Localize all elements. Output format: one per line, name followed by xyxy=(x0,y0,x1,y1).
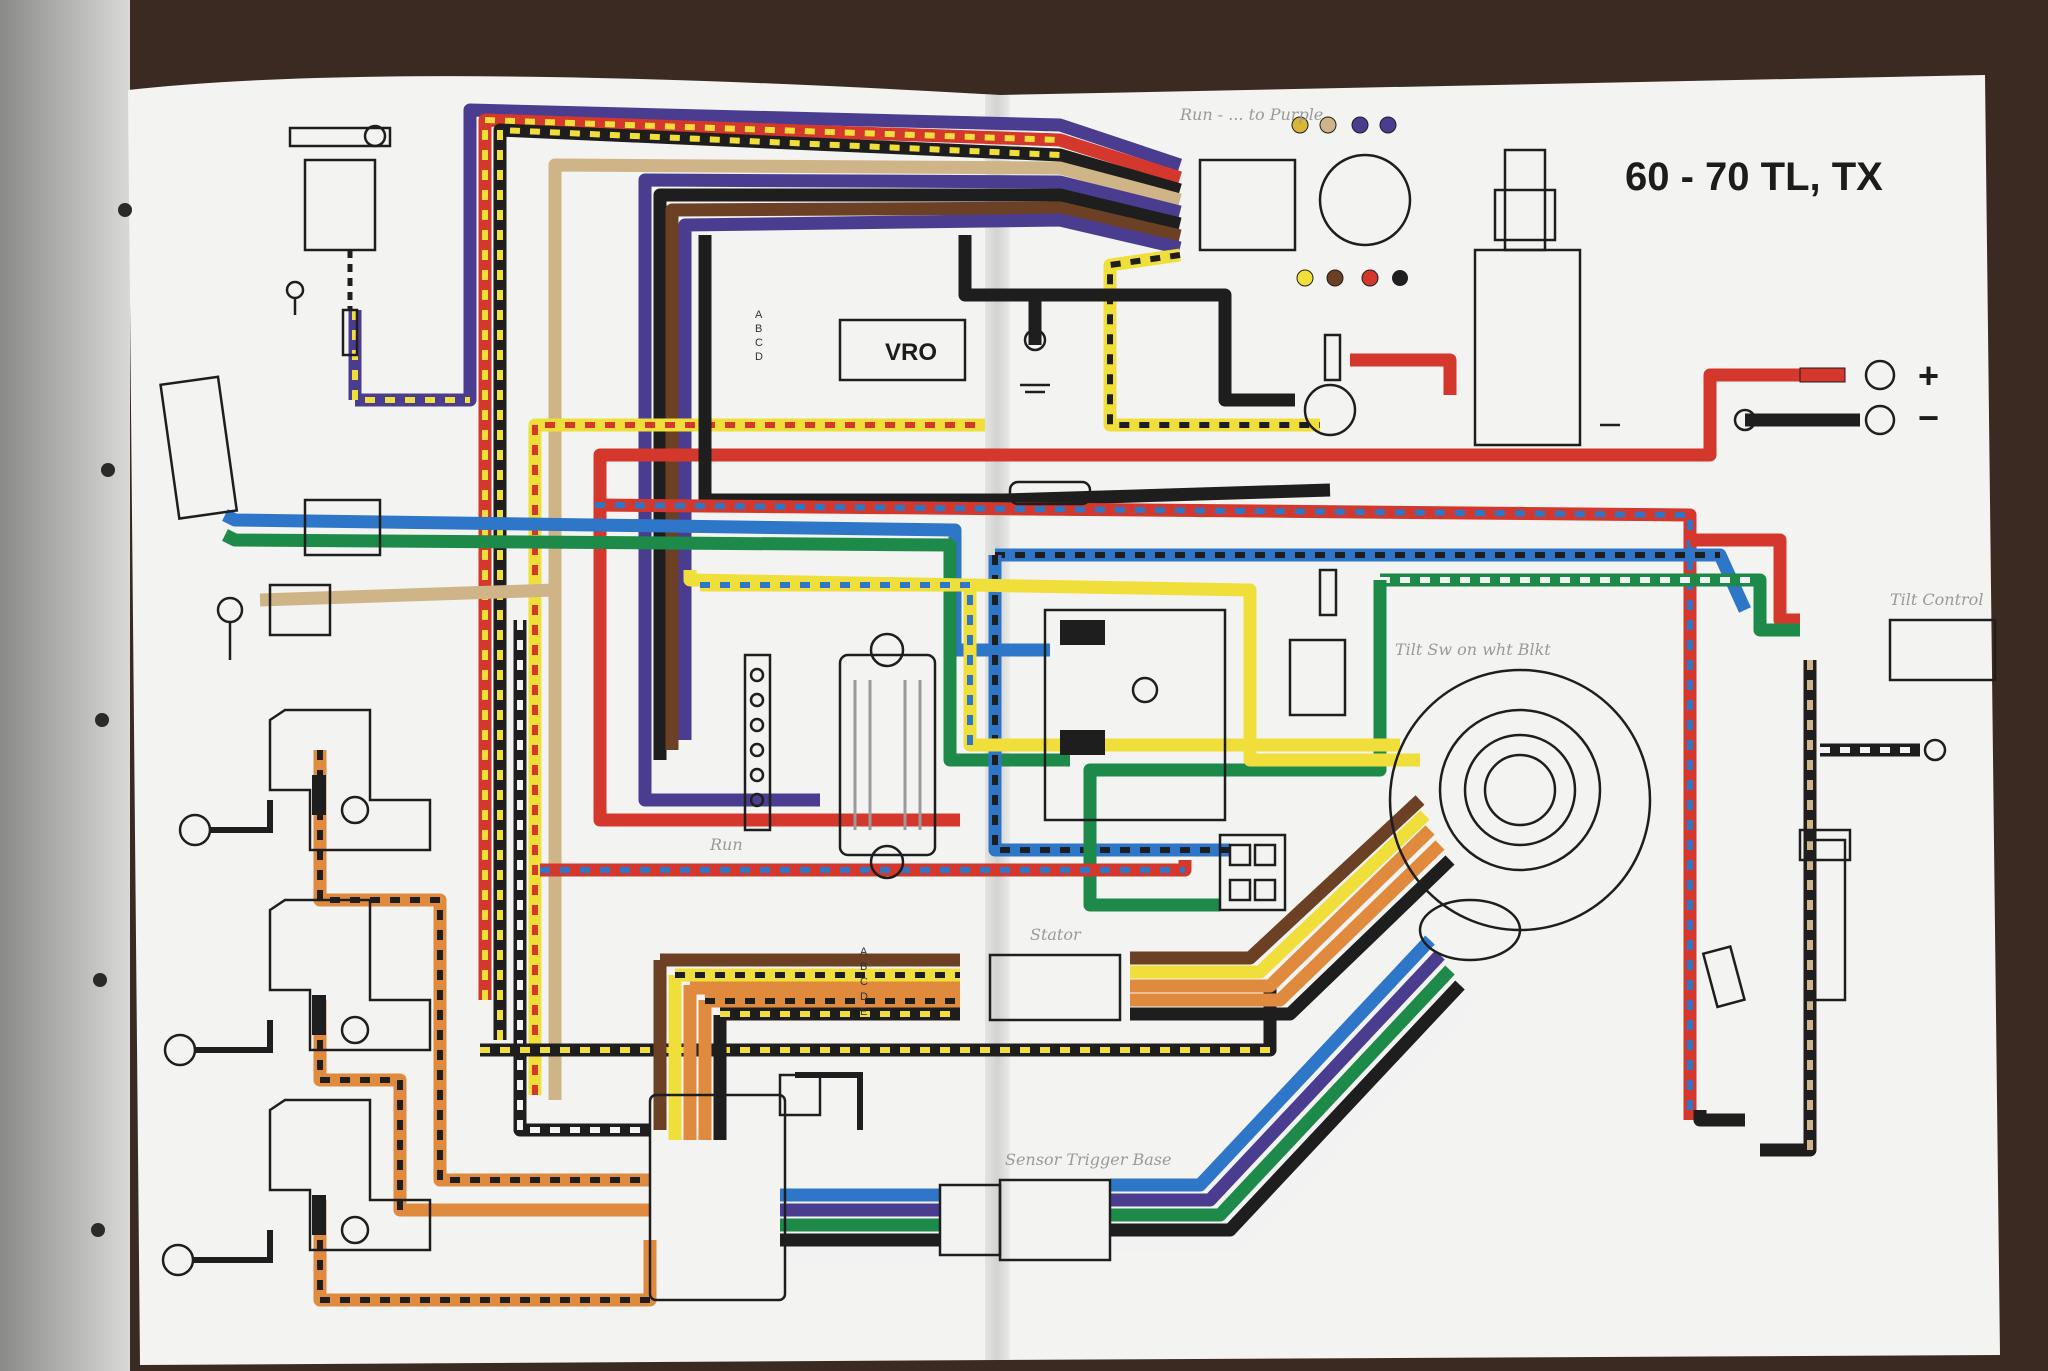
stator-pin-d-left: D xyxy=(860,991,868,1003)
wire-green-dashed-low xyxy=(1083,580,1387,912)
tilt-motor xyxy=(159,375,382,557)
diagram-paper xyxy=(128,75,2000,1365)
trim-relays xyxy=(1043,608,1227,822)
wire-black-2 xyxy=(653,188,1182,760)
wire-yellow-start xyxy=(1103,248,1320,432)
wire-brown xyxy=(665,201,1182,750)
wire-sensor-r5 xyxy=(1110,995,1475,1252)
wire-stator-r1 xyxy=(1130,795,1425,965)
note-sensor: Sensor Trigger Base xyxy=(1005,1150,1171,1169)
wire-stator-r3 xyxy=(1130,825,1435,993)
wire-sensor-r2 xyxy=(1110,950,1445,1207)
wire-stator-r5 xyxy=(1130,855,1455,1021)
vro-label: VRO xyxy=(885,339,937,366)
wire-sensor-r1 xyxy=(1110,935,1435,1192)
stator-pin-c-left: C xyxy=(860,976,868,988)
ignition-coil-3 xyxy=(161,1098,432,1277)
wire-black-yellow-stripe xyxy=(497,127,1061,1040)
note-trim-switch: Tilt Sw on wht Blkt xyxy=(1395,640,1551,659)
tilt-relay xyxy=(1288,568,1347,717)
wire-purple-lead-stripe xyxy=(352,310,470,403)
stator-pin-a-left: A xyxy=(860,946,868,958)
wire-blue-main xyxy=(222,509,1050,657)
starter-motor xyxy=(1473,148,1620,447)
wire-yellow-low xyxy=(683,570,1420,767)
wire-red-solenoid xyxy=(1350,353,1457,395)
stator-pin-b-left: B xyxy=(860,961,867,973)
wire-orange-coil-3-stripe xyxy=(317,1200,650,1303)
wire-red-top-stripe xyxy=(482,117,1061,1000)
wire-red-dashed-right-stripe xyxy=(594,502,1693,1120)
ignition-coil-2 xyxy=(163,898,432,1067)
wire-purple-2 xyxy=(638,173,1182,770)
fuse-holder xyxy=(1008,480,1092,506)
wire-stator-r4 xyxy=(1130,840,1445,1007)
vro-pin-c: C xyxy=(755,337,763,349)
stator-connector: A B C D E xyxy=(860,946,1122,1022)
note-stator: Stator xyxy=(1030,925,1082,944)
trim-sender xyxy=(1701,828,1852,1009)
battery-terminals: + − xyxy=(1733,355,1939,438)
vro-pin-a: A xyxy=(755,309,763,321)
ground-symbol-top xyxy=(1020,328,1050,394)
wire-blue-dashed-left xyxy=(988,555,1230,857)
wire-sensor-r4 xyxy=(1110,980,1465,1237)
binding-holes xyxy=(91,203,132,1237)
handwritten-annotations: Run - ... to Purple Tilt Sw on wht Blkt … xyxy=(709,105,1983,1169)
wire-yellow-low-2-stripe xyxy=(700,582,973,745)
wire-tilt-black-2 xyxy=(1693,1110,1745,1127)
terminal-strip xyxy=(743,653,772,832)
ignition-connector xyxy=(216,583,332,660)
wire-black-ground xyxy=(958,235,1295,407)
tilt-control-plug xyxy=(1888,618,1997,762)
positive-sign: + xyxy=(1918,355,1939,396)
starter-solenoid xyxy=(1303,333,1357,437)
note-run: Run xyxy=(709,835,743,854)
vro-pin-d: D xyxy=(755,351,763,363)
wire-tan-left xyxy=(259,583,556,607)
negative-sign: − xyxy=(1918,397,1939,438)
book-left-page-edge xyxy=(0,0,130,1371)
wire-stator-r2 xyxy=(1130,810,1430,979)
wire-purple-3 xyxy=(678,213,1182,740)
note-tilt: Tilt Control xyxy=(1890,590,1983,609)
wire-black-white-column-stripe xyxy=(517,620,650,1133)
wire-purple-term xyxy=(638,770,820,807)
wire-harness xyxy=(222,103,1920,1307)
vro-pin-b: B xyxy=(755,323,762,335)
note-top-connector: Run - ... to Purple xyxy=(1179,105,1323,124)
components: VRO A B C D xyxy=(159,116,1997,1302)
wire-red-blue-tilt xyxy=(1690,533,1800,627)
main-harness-connector xyxy=(1198,116,1412,287)
sensor-connector xyxy=(938,1178,1112,1262)
two-pin-plug xyxy=(1218,833,1287,912)
diagram-title: 60 - 70 TL, TX xyxy=(1625,155,1883,199)
rectifier xyxy=(838,632,937,880)
wire-red-mid xyxy=(593,448,1330,800)
vro-unit: VRO A B C D xyxy=(755,309,967,382)
primer-solenoid xyxy=(285,124,392,357)
power-pack xyxy=(648,1072,863,1302)
wire-black-mid xyxy=(698,235,1331,507)
wire-yellow-mid-stripe xyxy=(532,422,985,1095)
wire-sensor-r3 xyxy=(1110,965,1455,1222)
ignition-coil-1 xyxy=(178,708,432,852)
wire-black-yellow xyxy=(493,123,1182,1040)
flywheel-stator xyxy=(1388,668,1652,962)
wire-orange-coil-2-stripe xyxy=(317,1000,403,1210)
wire-red-battery xyxy=(1330,368,1800,462)
stator-pin-e-left: E xyxy=(860,1006,867,1018)
wire-tan xyxy=(548,158,1182,1100)
